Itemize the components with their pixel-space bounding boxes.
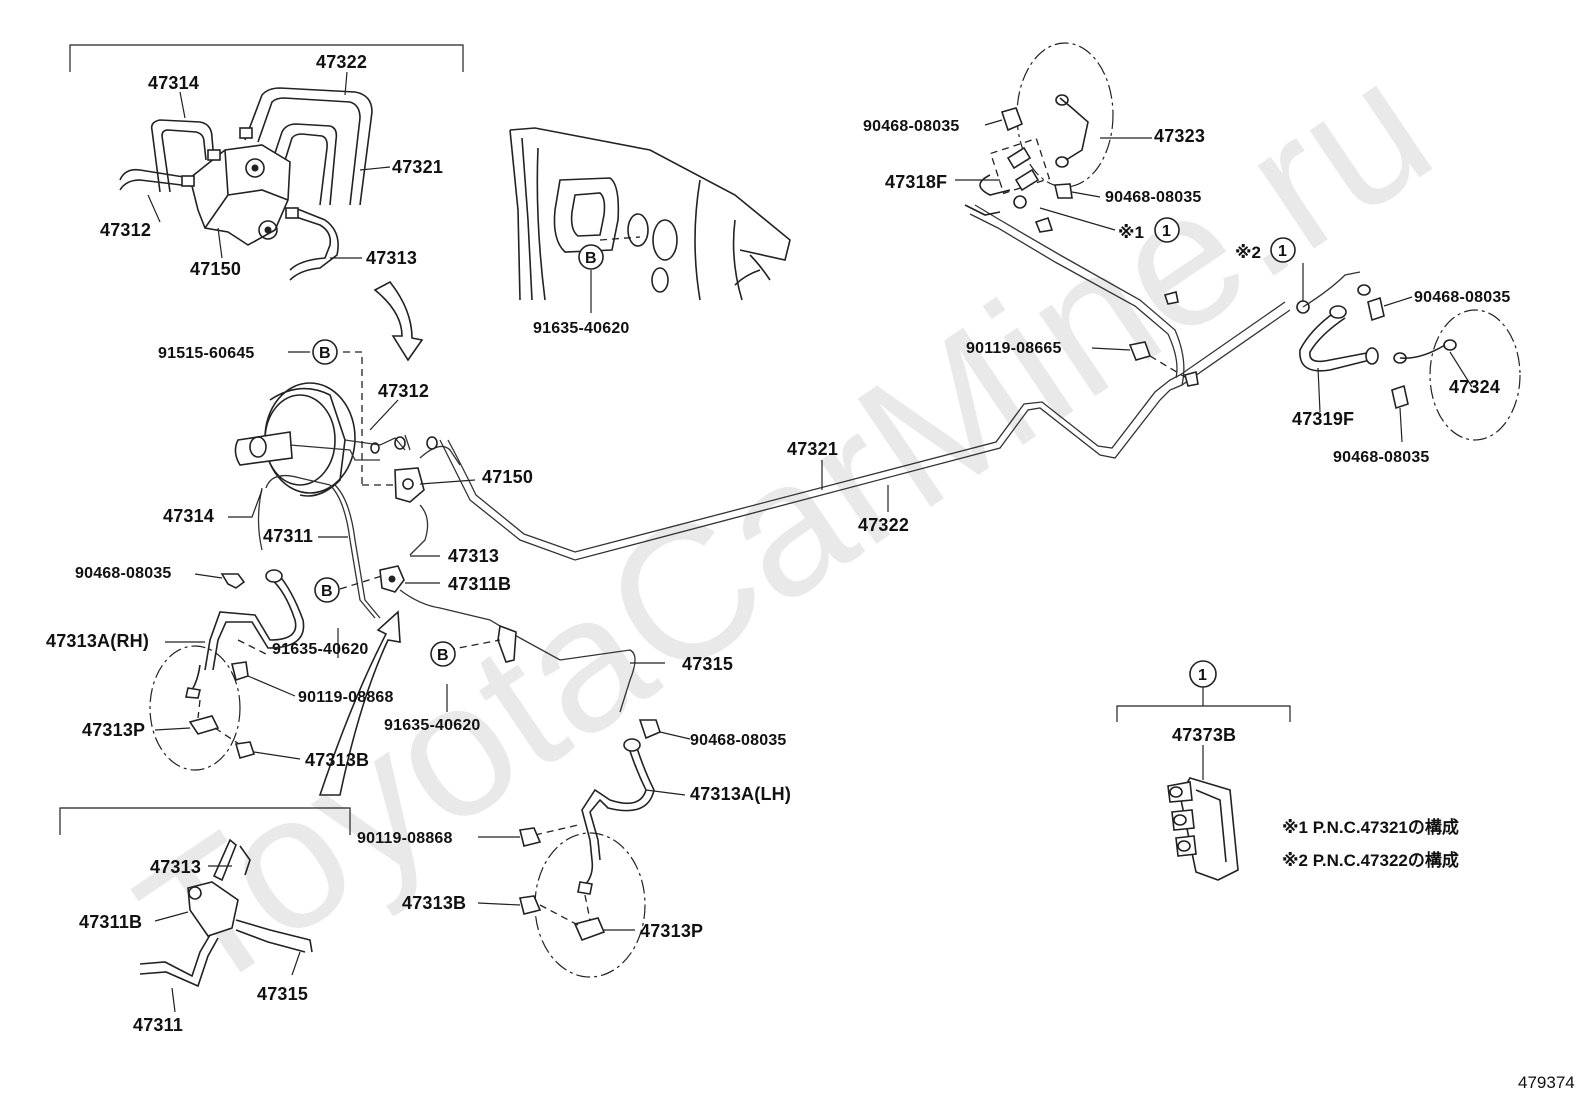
label-90119-08868-left: 90119-08868 <box>298 689 394 706</box>
svg-text:1: 1 <box>1162 223 1171 240</box>
clip-90468-left <box>220 573 246 589</box>
label-47322-top: 47322 <box>316 52 367 72</box>
arrow-down-icon <box>373 280 424 362</box>
label-90468-08035-r1: 90468-08035 <box>1414 289 1511 306</box>
note1-ref-marker: ※1 1 <box>1118 217 1180 243</box>
label-90468-08035-mid: 90468-08035 <box>690 732 787 749</box>
rear-hose-assembly-top <box>955 42 1152 233</box>
label-47312-mid: 47312 <box>378 381 429 401</box>
svg-text:1: 1 <box>1198 667 1207 684</box>
label-47313P-low: 47313P <box>640 921 703 941</box>
label-47311-mid: 47311 <box>263 526 313 546</box>
arrow-up-icon <box>318 610 401 796</box>
label-47315-mid: 47315 <box>682 654 733 674</box>
label-47314-top: 47314 <box>148 73 199 93</box>
marker-b-mid: B <box>430 641 456 667</box>
label-47311B-mid: 47311B <box>448 574 511 594</box>
label-47315-inset: 47315 <box>257 984 308 1004</box>
svg-text:B: B <box>585 250 597 267</box>
label-47321-mid: 47321 <box>787 439 838 459</box>
label-47150-mid: 47150 <box>482 467 533 487</box>
label-47311B-inset: 47311B <box>79 912 142 932</box>
label-47321-top: 47321 <box>392 157 443 177</box>
lh-flex-hose <box>477 719 691 978</box>
inset-bracket <box>59 807 351 835</box>
body-panel <box>509 127 791 313</box>
label-47319F: 47319F <box>1292 409 1354 429</box>
label-90119-08665: 90119-08665 <box>966 340 1062 357</box>
connector-inset: 1 <box>1116 660 1291 881</box>
label-91635-40620-a: 91635-40620 <box>533 320 630 337</box>
label-47322-mid: 47322 <box>858 515 909 535</box>
svg-text:B: B <box>321 583 333 600</box>
label-47313A-RH: 47313A(RH) <box>46 631 149 651</box>
label-47313-mid: 47313 <box>448 546 499 566</box>
assembly-bracket-top <box>69 44 464 72</box>
label-91515-60645: 91515-60645 <box>158 345 255 362</box>
rh-flex-hose <box>149 569 305 771</box>
tee-inset <box>59 807 351 1013</box>
brake-booster-assembly <box>228 351 665 796</box>
note2-ref-marker: ※2 1 <box>1235 237 1296 263</box>
svg-text:B: B <box>319 345 331 362</box>
svg-text:B: B <box>437 647 449 664</box>
label-47313A-LH: 47313A(LH) <box>690 784 791 804</box>
svg-text:1: 1 <box>1278 243 1287 260</box>
note-2: ※2 P.N.C.47322の構成 <box>1282 850 1459 870</box>
label-90468-08035-tr2: 90468-08035 <box>1105 189 1202 206</box>
label-47312-top: 47312 <box>100 220 151 240</box>
label-90468-08035-tr1: 90468-08035 <box>863 118 960 135</box>
marker-b-left: B <box>314 577 340 603</box>
label-47318F: 47318F <box>885 172 947 192</box>
label-47314-mid: 47314 <box>163 506 214 526</box>
label-47313B-low: 47313B <box>402 893 466 913</box>
rear-hose-assembly-right <box>1091 263 1521 443</box>
marker-b-91515: B <box>312 339 338 365</box>
label-47150-top: 47150 <box>190 259 241 279</box>
label-47313-top: 47313 <box>366 248 417 268</box>
label-47313B-left: 47313B <box>305 750 369 770</box>
label-91635-40620-c: 91635-40620 <box>384 717 481 734</box>
label-47373B: 47373B <box>1172 725 1236 745</box>
label-47311-inset: 47311 <box>133 1015 183 1035</box>
valve-assembly-top <box>69 44 464 281</box>
marker-b-panel: B <box>578 244 604 270</box>
label-47313-inset: 47313 <box>150 857 201 877</box>
label-91635-40620-b: 91635-40620 <box>272 641 369 658</box>
label-90119-08868-mid: 90119-08868 <box>357 830 453 847</box>
label-47313P-left: 47313P <box>82 720 145 740</box>
label-90468-08035-r2: 90468-08035 <box>1333 449 1430 466</box>
label-47324: 47324 <box>1449 377 1500 397</box>
label-90468-08035-left: 90468-08035 <box>75 565 172 582</box>
reference-code: 479374 <box>1518 1073 1575 1092</box>
note-1: ※1 P.N.C.47321の構成 <box>1282 817 1459 837</box>
label-47323: 47323 <box>1154 126 1205 146</box>
svg-text:※2: ※2 <box>1235 243 1261 262</box>
svg-text:※1: ※1 <box>1118 223 1144 242</box>
